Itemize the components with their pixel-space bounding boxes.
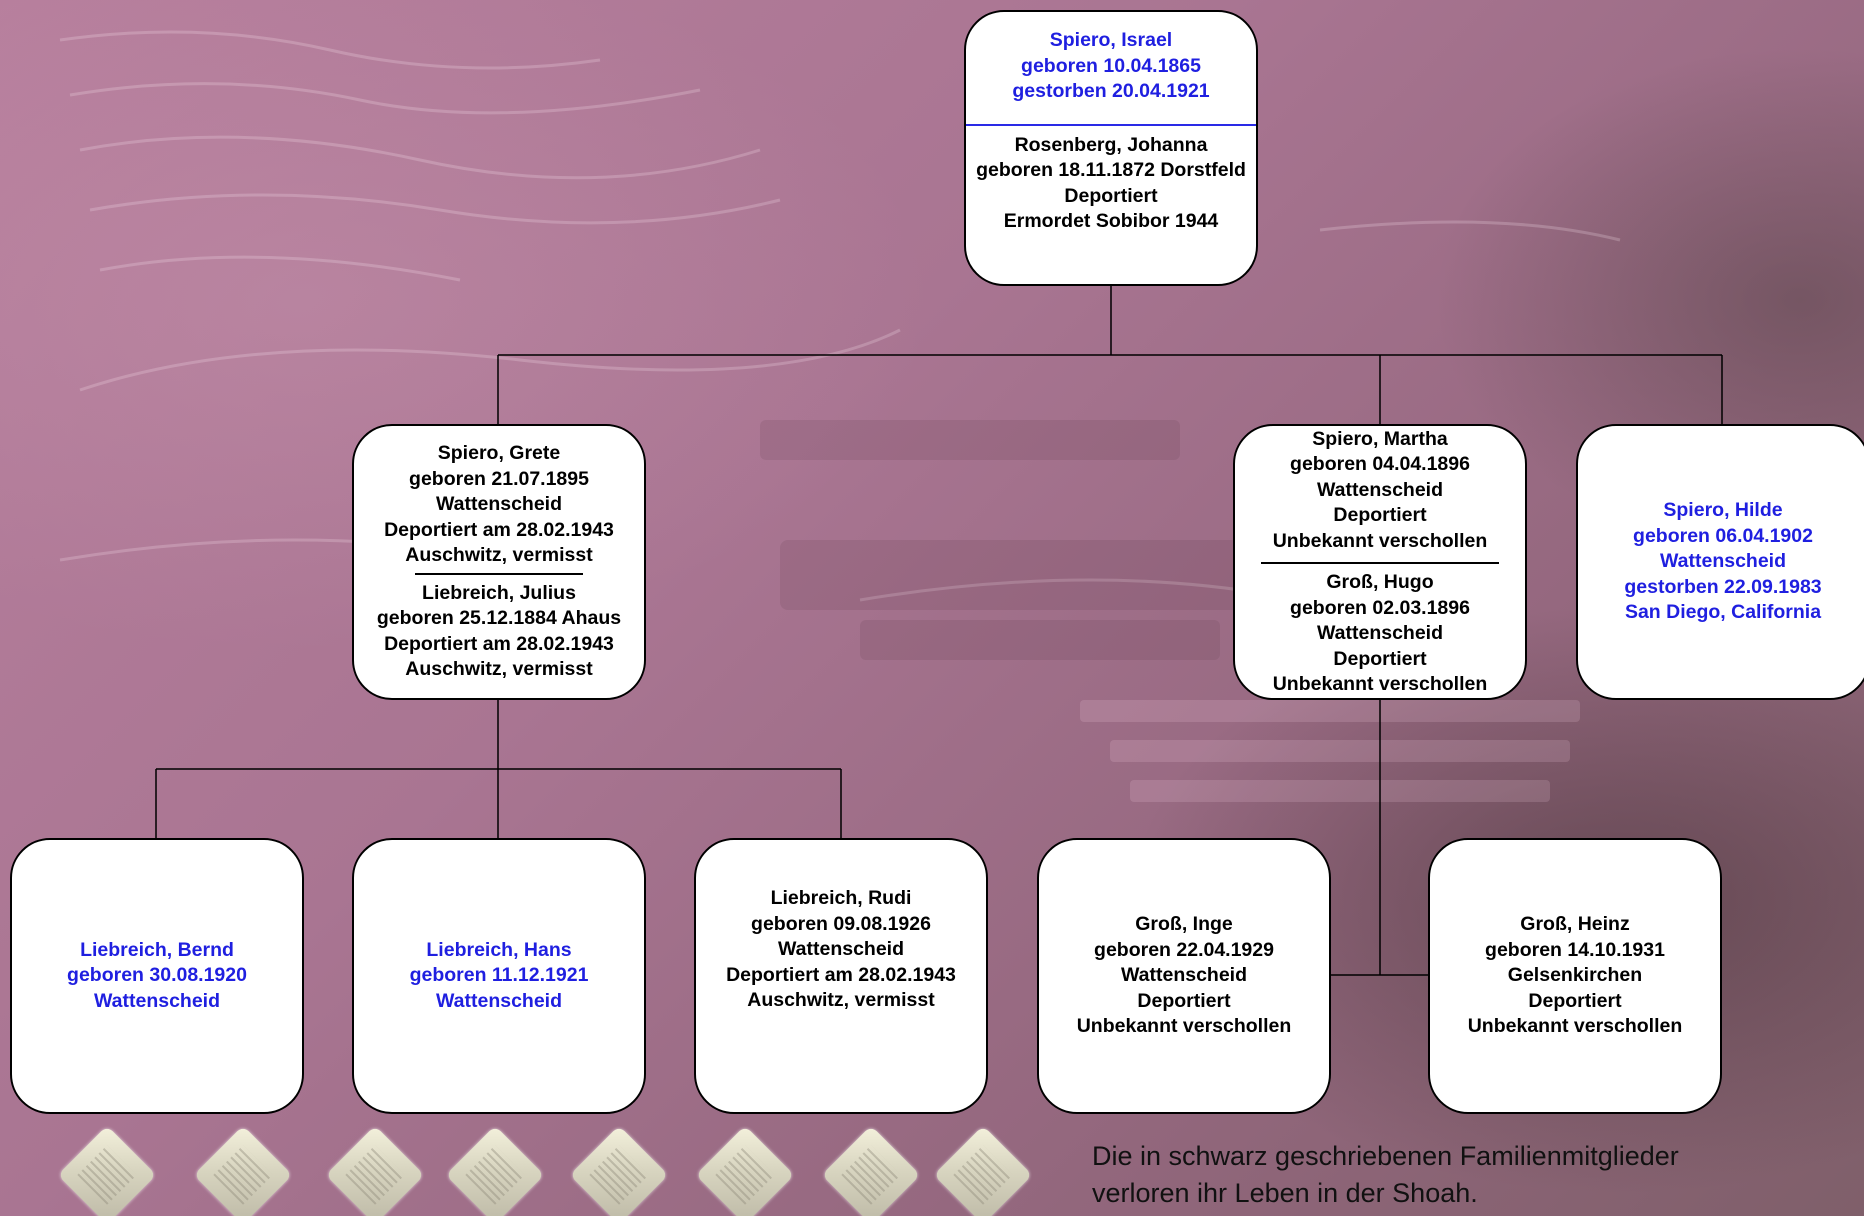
birth-date: geboren 04.04.1896	[1290, 453, 1470, 475]
node-spiero-martha: Spiero, Martha geboren 04.04.1896 Watten…	[1233, 424, 1527, 700]
spouse-birth-place: Wattenscheid	[1316, 622, 1444, 644]
death-date: gestorben 22.09.1983	[1624, 575, 1822, 598]
birth-place: Wattenscheid	[435, 989, 563, 1012]
legend-caption: Die in schwarz geschriebenen Familienmit…	[1092, 1138, 1852, 1212]
birth-place: Wattenscheid	[93, 989, 221, 1012]
node-spiero-hilde: Spiero, Hilde geboren 06.04.1902 Wattens…	[1576, 424, 1864, 700]
spouse-name: Groß, Hugo	[1326, 571, 1434, 593]
fate: Auschwitz, vermisst	[747, 989, 935, 1011]
birth-date: geboren 22.04.1929	[1094, 938, 1274, 961]
person-name: Spiero, Martha	[1312, 427, 1448, 450]
person-name: Groß, Heinz	[1520, 913, 1630, 936]
node-spiero-israel: Spiero, Israel geboren 10.04.1865 gestor…	[964, 10, 1258, 286]
birth-place: Wattenscheid	[1659, 550, 1787, 573]
person-name: Spiero, Hilde	[1663, 499, 1783, 522]
birth-date: geboren 11.12.1921	[409, 964, 589, 987]
birth-date: geboren 30.08.1920	[67, 964, 247, 987]
fate: Auschwitz, vermisst	[405, 544, 593, 567]
spouse-name: Rosenberg, Johanna	[1014, 133, 1208, 156]
spouse-birth: geboren 18.11.1872 Dorstfeld	[976, 159, 1246, 181]
deportation: Deportiert am 28.02.1943	[726, 963, 956, 986]
birth-place: Wattenscheid	[777, 938, 905, 960]
spouse-fate: Deportiert	[1064, 184, 1158, 207]
birth-date: geboren 10.04.1865	[1021, 54, 1201, 77]
fate: Unbekannt verschollen	[1467, 1015, 1683, 1038]
person-name: Spiero, Grete	[437, 442, 561, 465]
deportation: Deportiert	[1137, 989, 1231, 1012]
spouse-deportation: Deportiert	[1333, 647, 1427, 670]
birth-place: Wattenscheid	[1120, 964, 1248, 987]
node-liebreich-bernd: Liebreich, Bernd geboren 30.08.1920 Watt…	[10, 838, 304, 1114]
spouse-separator	[415, 572, 583, 575]
spouse-birth: geboren 02.03.1896	[1290, 596, 1470, 619]
spouse-name: Liebreich, Julius	[422, 581, 576, 604]
death-date: gestorben 20.04.1921	[1012, 80, 1210, 102]
caption-line-2: verloren ihr Leben in der Shoah.	[1092, 1178, 1478, 1208]
death-place: San Diego, California	[1624, 601, 1822, 624]
person-name: Liebreich, Hans	[426, 938, 572, 961]
person-name: Spiero, Israel	[1049, 29, 1173, 51]
birth-date: geboren 21.07.1895	[409, 467, 589, 490]
birth-date: geboren 09.08.1926	[751, 912, 931, 935]
spouse-deportation: Deportiert am 28.02.1943	[384, 632, 614, 655]
birth-place: Gelsenkirchen	[1507, 964, 1643, 987]
caption-line-1: Die in schwarz geschriebenen Familienmit…	[1092, 1141, 1679, 1171]
spouse-death: Ermordet Sobibor 1944	[1003, 210, 1219, 232]
deportation: Deportiert am 28.02.1943	[384, 518, 614, 541]
birth-date: geboren 06.04.1902	[1633, 524, 1813, 547]
node-gross-inge: Groß, Inge geboren 22.04.1929 Wattensche…	[1037, 838, 1331, 1114]
deportation: Deportiert	[1333, 504, 1427, 526]
fate: Unbekannt verschollen	[1076, 1015, 1292, 1038]
person-name: Liebreich, Bernd	[80, 938, 234, 961]
birth-place: Wattenscheid	[1316, 478, 1444, 501]
deportation: Deportiert	[1528, 989, 1622, 1012]
fate: Unbekannt verschollen	[1272, 529, 1488, 552]
node-liebreich-hans: Liebreich, Hans geboren 11.12.1921 Watte…	[352, 838, 646, 1114]
spouse-fate: Auschwitz, vermisst	[405, 658, 593, 681]
node-liebreich-rudi: Liebreich, Rudi geboren 09.08.1926 Watte…	[694, 838, 988, 1114]
spouse-separator	[966, 124, 1256, 126]
spouse-birth: geboren 25.12.1884 Ahaus	[376, 607, 622, 630]
node-spiero-grete: Spiero, Grete geboren 21.07.1895 Wattens…	[352, 424, 646, 700]
spouse-separator	[1261, 562, 1499, 564]
person-name: Liebreich, Rudi	[770, 887, 912, 909]
spouse-fate: Unbekannt verschollen	[1272, 673, 1488, 695]
person-name: Groß, Inge	[1135, 913, 1233, 936]
birth-place: Wattenscheid	[435, 493, 563, 516]
node-gross-heinz: Groß, Heinz geboren 14.10.1931 Gelsenkir…	[1428, 838, 1722, 1114]
birth-date: geboren 14.10.1931	[1485, 938, 1665, 961]
